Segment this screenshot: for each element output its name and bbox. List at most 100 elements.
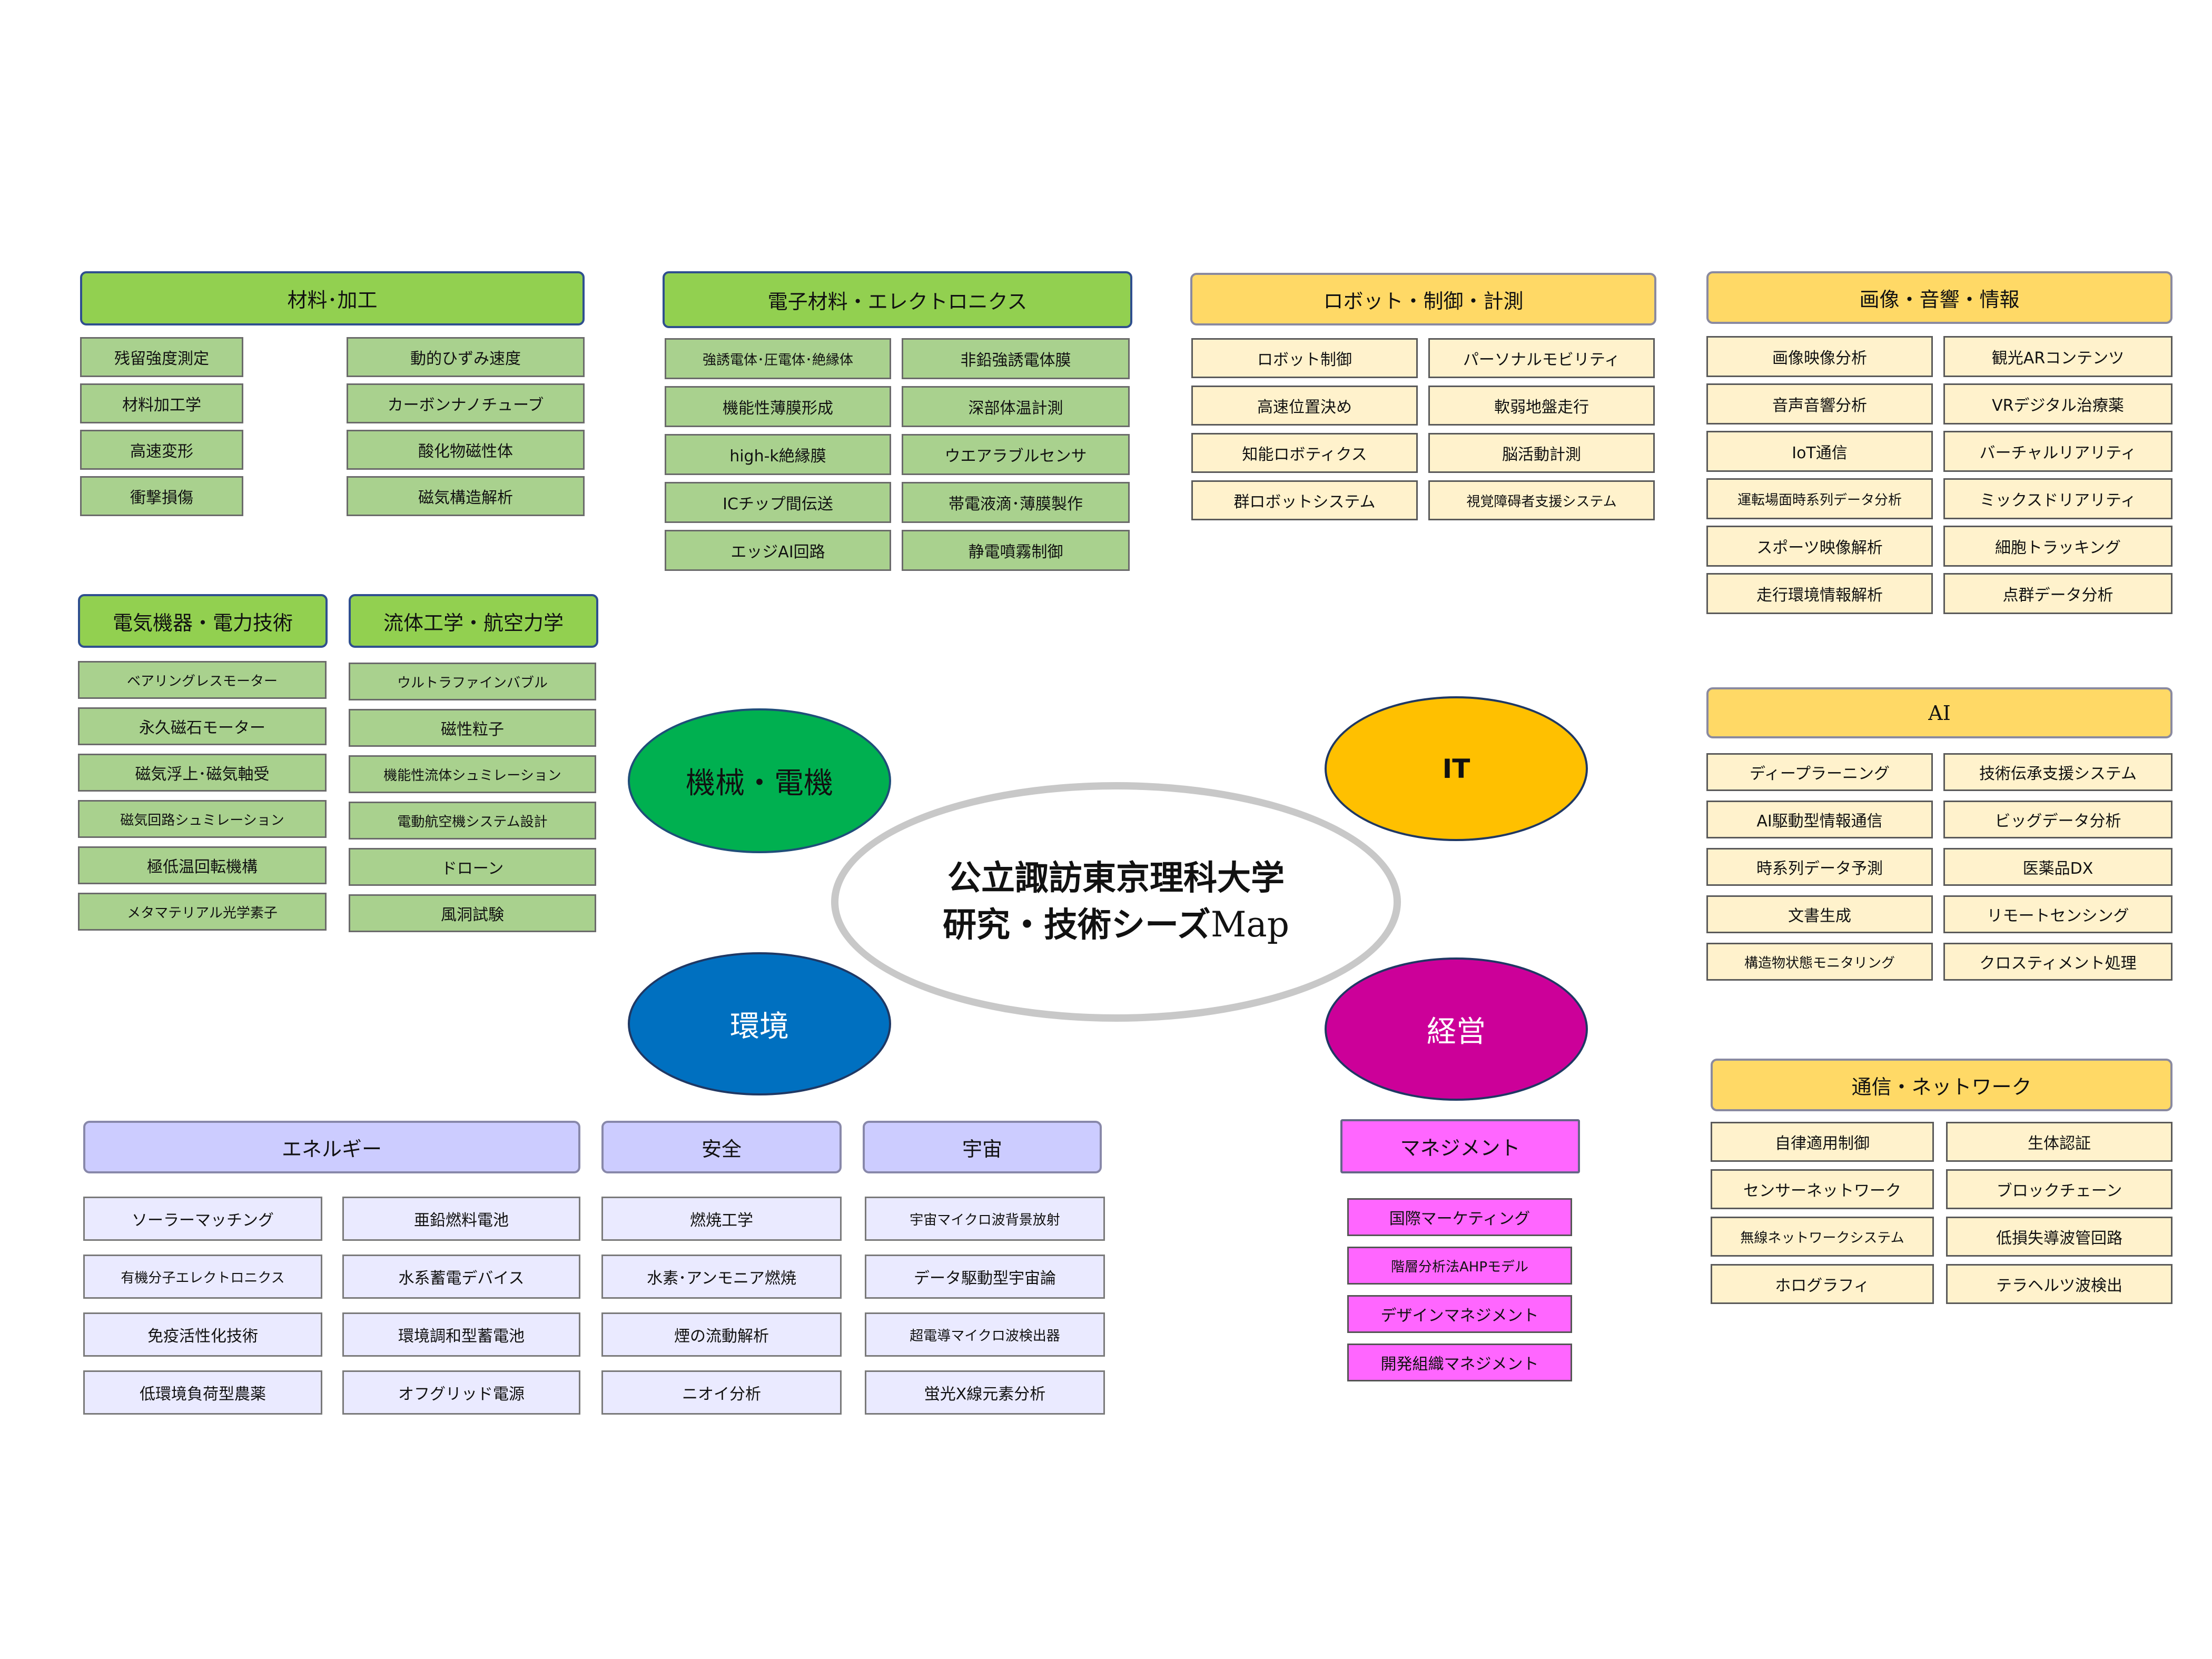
seed-item: 点群データ分析	[1943, 573, 2172, 614]
seed-item: AI駆動型情報通信	[1706, 801, 1933, 838]
seed-item: 磁気浮上･磁気軸受	[78, 754, 327, 792]
seed-item: 免疫活性化技術	[83, 1312, 322, 1357]
seed-item: 画像映像分析	[1706, 336, 1933, 377]
seed-item: 宇宙マイクロ波背景放射	[865, 1197, 1105, 1241]
category-env-ellipse: 環境	[628, 952, 891, 1095]
seed-item: 低環境負荷型農薬	[83, 1370, 322, 1415]
seed-item: ウルトラファインバブル	[349, 663, 596, 700]
group-header-management: マネジメント	[1340, 1119, 1580, 1173]
seed-item: 自律適用制御	[1711, 1122, 1934, 1162]
category-mgmt-label: 経営	[1427, 1014, 1486, 1049]
seed-item: 音声音響分析	[1706, 383, 1933, 424]
seed-item: 有機分子エレクトロニクス	[83, 1255, 322, 1299]
group-header-electrical: 電気機器・電力技術	[78, 594, 328, 648]
seed-item: 水系蓄電デバイス	[342, 1255, 580, 1299]
seed-item: バーチャルリアリティ	[1943, 431, 2172, 472]
seed-item: 視覚障碍者支援システム	[1428, 480, 1655, 520]
category-mgmt-ellipse: 経営	[1325, 957, 1588, 1101]
seed-item: 運転場面時系列データ分析	[1706, 478, 1933, 519]
center-title-main: 研究・技術シーズ	[943, 906, 1211, 945]
seed-item: 永久磁石モーター	[78, 707, 327, 745]
group-header-robotics: ロボット・制御・計測	[1190, 273, 1656, 325]
seed-item: 深部体温計測	[902, 386, 1130, 427]
category-it-label: IT	[1442, 753, 1470, 784]
seed-item: 風洞試験	[349, 894, 596, 932]
seed-item: ニオイ分析	[601, 1370, 842, 1415]
seed-item: ブロックチェーン	[1946, 1169, 2172, 1209]
center-title-suffix: Map	[1210, 904, 1289, 945]
seed-item: 蛍光X線元素分析	[865, 1370, 1105, 1415]
seed-item: メタマテリアル光学素子	[78, 893, 327, 931]
seed-item: リモートセンシング	[1943, 895, 2172, 933]
seed-item: 生体認証	[1946, 1122, 2172, 1162]
seed-item: 非鉛強誘電体膜	[902, 338, 1130, 379]
seed-item: 電動航空機システム設計	[349, 802, 596, 840]
seed-item: スポーツ映像解析	[1706, 526, 1933, 567]
seed-item: 衝撃損傷	[80, 476, 243, 516]
category-mech-ellipse: 機械・電機	[628, 708, 891, 853]
seed-item: 階層分析法AHPモデル	[1347, 1247, 1572, 1285]
seed-item: 細胞トラッキング	[1943, 526, 2172, 567]
seed-item: 燃焼工学	[601, 1197, 842, 1241]
seed-item: 極低温回転機構	[78, 846, 327, 884]
group-header-safety: 安全	[601, 1121, 842, 1173]
seed-item: 無線ネットワークシステム	[1711, 1217, 1934, 1257]
group-header-image-audio: 画像・音響・情報	[1706, 271, 2172, 324]
seed-item: ソーラーマッチング	[83, 1197, 322, 1241]
seed-item: オフグリッド電源	[342, 1370, 580, 1415]
seed-item: 静電噴霧制御	[902, 530, 1130, 571]
seed-item: テラヘルツ波検出	[1946, 1264, 2172, 1304]
group-header-network: 通信・ネットワーク	[1711, 1059, 2172, 1111]
seed-item: クロスティメント処理	[1943, 943, 2172, 981]
center-title-line1: 公立諏訪東京理科大学	[947, 858, 1285, 898]
seed-item: ウエアラブルセンサ	[902, 434, 1130, 475]
seed-item: 動的ひずみ速度	[347, 337, 585, 377]
seed-item: 高速変形	[80, 430, 243, 470]
seed-item: ディープラーニング	[1706, 753, 1933, 791]
group-header-space: 宇宙	[863, 1121, 1102, 1173]
seed-item: 脳活動計測	[1428, 433, 1655, 473]
seed-item: データ駆動型宇宙論	[865, 1255, 1105, 1299]
seed-item: 観光ARコンテンツ	[1943, 336, 2172, 377]
seed-item: 残留強度測定	[80, 337, 243, 377]
seed-item: 水素･アンモニア燃焼	[601, 1255, 842, 1299]
seed-item: 医薬品DX	[1943, 848, 2172, 886]
seed-item: VRデジタル治療薬	[1943, 383, 2172, 424]
seed-item: ホログラフィ	[1711, 1264, 1934, 1304]
seed-item: 群ロボットシステム	[1191, 480, 1418, 520]
seed-item: 機能性薄膜形成	[665, 386, 891, 427]
group-header-energy: エネルギー	[83, 1121, 580, 1173]
group-header-materials: 材料･加工	[80, 271, 585, 325]
seed-item: カーボンナノチューブ	[347, 383, 585, 423]
seed-item: 低損失導波管回路	[1946, 1217, 2172, 1257]
seed-item: ICチップ間伝送	[665, 482, 891, 523]
group-header-electronic-materials: 電子材料・エレクトロニクス	[663, 271, 1132, 328]
category-env-label: 環境	[730, 1009, 789, 1044]
seed-item: 磁気構造解析	[347, 476, 585, 516]
seed-item: ビッグデータ分析	[1943, 801, 2172, 838]
seed-item: 知能ロボティクス	[1191, 433, 1418, 473]
group-header-fluid: 流体工学・航空力学	[349, 594, 598, 648]
seed-item: 帯電液滴･薄膜製作	[902, 482, 1130, 523]
seed-item: 酸化物磁性体	[347, 430, 585, 470]
seed-item: 軟弱地盤走行	[1428, 386, 1655, 426]
seed-item: ミックスドリアリティ	[1943, 478, 2172, 519]
seed-item: 国際マーケティング	[1347, 1198, 1572, 1236]
seed-item: 環境調和型蓄電池	[342, 1312, 580, 1357]
seed-item: high-k絶縁膜	[665, 434, 891, 475]
seed-item: 構造物状態モニタリング	[1706, 943, 1933, 981]
seed-item: ドローン	[349, 848, 596, 886]
category-it-ellipse: IT	[1325, 696, 1588, 841]
seed-item: 材料加工学	[80, 383, 243, 423]
seed-item: 磁気回路シュミレーション	[78, 800, 327, 838]
seed-item: ロボット制御	[1191, 338, 1418, 378]
seed-item: 超電導マイクロ波検出器	[865, 1312, 1105, 1357]
seed-item: 技術伝承支援システム	[1943, 753, 2172, 791]
seed-item: パーソナルモビリティ	[1428, 338, 1655, 378]
seed-item: デザインマネジメント	[1347, 1295, 1572, 1333]
center-title-line2: 研究・技術シーズMap	[943, 901, 1289, 948]
center-title-ellipse: 公立諏訪東京理科大学 研究・技術シーズMap	[831, 782, 1401, 1022]
seed-item: 開発組織マネジメント	[1347, 1344, 1572, 1381]
seed-item: 煙の流動解析	[601, 1312, 842, 1357]
